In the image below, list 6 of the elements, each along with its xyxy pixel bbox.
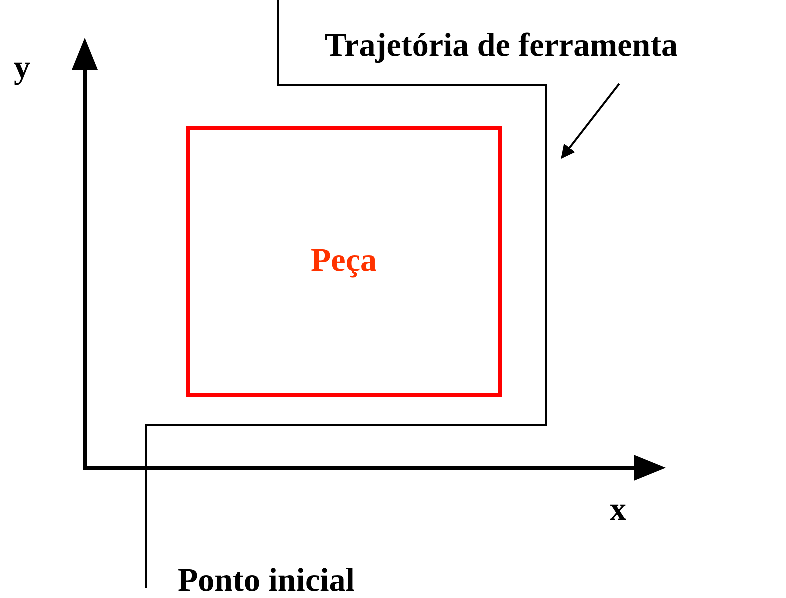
axis-label: y xyxy=(14,52,30,85)
start-point-label: Ponto inicial xyxy=(178,565,355,598)
leader-arrow xyxy=(561,83,620,160)
callout-text: Trajetória de ferramenta xyxy=(325,30,678,63)
part-label: Peça xyxy=(311,243,377,280)
axis-label: x xyxy=(610,494,626,527)
